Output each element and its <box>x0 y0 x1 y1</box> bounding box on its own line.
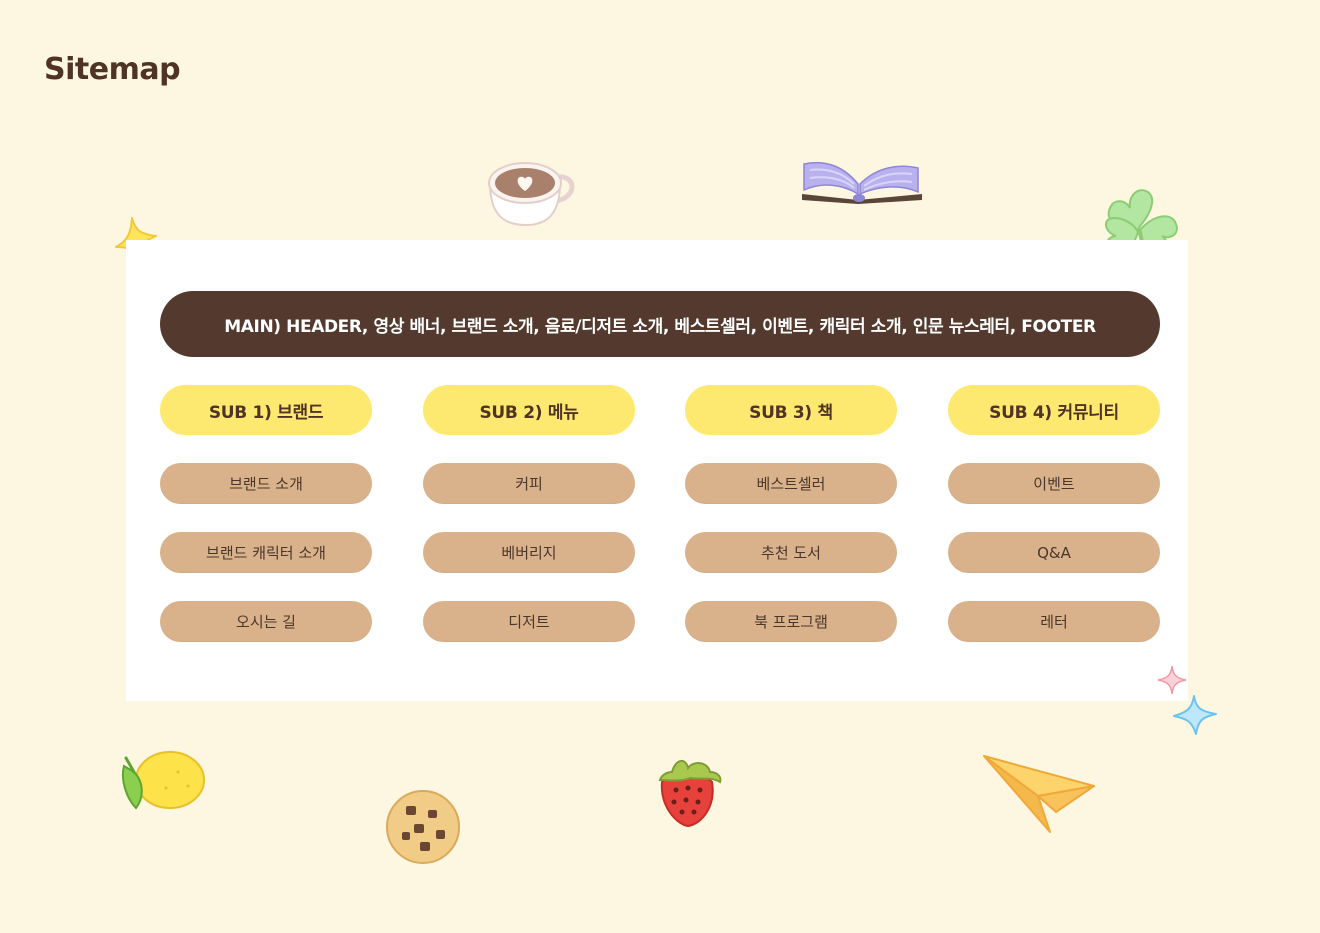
pink-sparkle-icon <box>1157 665 1187 695</box>
sitemap-item: 레터 <box>948 601 1160 642</box>
sitemap-item: 브랜드 캐릭터 소개 <box>160 532 372 573</box>
sub-column-menu: SUB 2) 메뉴 커피 베버리지 디저트 <box>423 385 635 642</box>
sub-header-menu: SUB 2) 메뉴 <box>423 385 635 435</box>
open-book-icon <box>802 161 922 204</box>
sitemap-item: 이벤트 <box>948 463 1160 504</box>
strawberry-icon <box>658 760 722 828</box>
sitemap-item: 디저트 <box>423 601 635 642</box>
sub-header-brand: SUB 1) 브랜드 <box>160 385 372 435</box>
sitemap-item: 오시는 길 <box>160 601 372 642</box>
sitemap-item: 베스트셀러 <box>685 463 897 504</box>
sub-column-brand: SUB 1) 브랜드 브랜드 소개 브랜드 캐릭터 소개 오시는 길 <box>160 385 372 642</box>
blue-sparkle-icon <box>1173 695 1217 735</box>
sitemap-item: Q&A <box>948 532 1160 573</box>
sitemap-item: 커피 <box>423 463 635 504</box>
sub-column-book: SUB 3) 책 베스트셀러 추천 도서 북 프로그램 <box>685 385 897 642</box>
sitemap-item: 추천 도서 <box>685 532 897 573</box>
sitemap-item: 브랜드 소개 <box>160 463 372 504</box>
main-page-bar: MAIN) HEADER, 영상 배너, 브랜드 소개, 음료/디저트 소개, … <box>160 291 1160 357</box>
sub-column-community: SUB 4) 커뮤니티 이벤트 Q&A 레터 <box>948 385 1160 642</box>
coffee-cup-icon <box>488 162 575 227</box>
cookie-icon <box>386 790 460 864</box>
sitemap-item: 북 프로그램 <box>685 601 897 642</box>
lemon-icon <box>122 751 205 810</box>
sub-header-community: SUB 4) 커뮤니티 <box>948 385 1160 435</box>
page-title: Sitemap <box>44 52 181 87</box>
sub-header-book: SUB 3) 책 <box>685 385 897 435</box>
paper-plane-icon <box>983 755 1095 833</box>
sitemap-item: 베버리지 <box>423 532 635 573</box>
